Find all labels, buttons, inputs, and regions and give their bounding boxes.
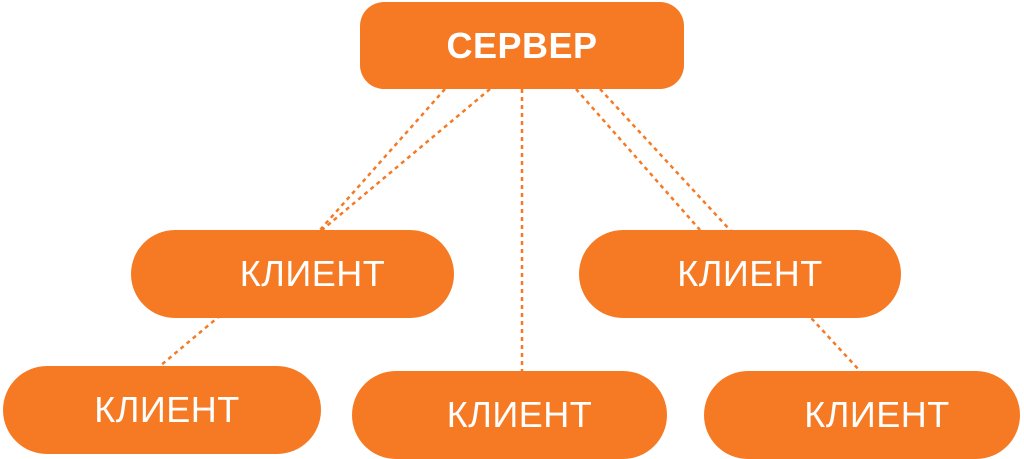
client-node-3: КЛИЕНТ [3, 366, 321, 454]
link-server-client-3 [159, 88, 491, 367]
client-node-4: КЛИЕНТ [352, 371, 667, 459]
client-node-1: КЛИЕНТ [131, 230, 454, 318]
server-label: СЕРВЕР [446, 24, 598, 66]
server-node: СЕРВЕР [360, 2, 684, 89]
client-label: КЛИЕНТ [94, 389, 240, 430]
client-label: КЛИЕНТ [239, 253, 386, 294]
client-label: КЛИЕНТ [446, 394, 593, 435]
client-node-2: КЛИЕНТ [579, 230, 901, 318]
client-label: КЛИЕНТ [677, 253, 823, 294]
link-server-client-2 [575, 88, 701, 231]
client-node-5: КЛИЕНТ [704, 371, 1020, 459]
link-server-client-1 [319, 88, 446, 231]
client-label: КЛИЕНТ [804, 394, 950, 435]
